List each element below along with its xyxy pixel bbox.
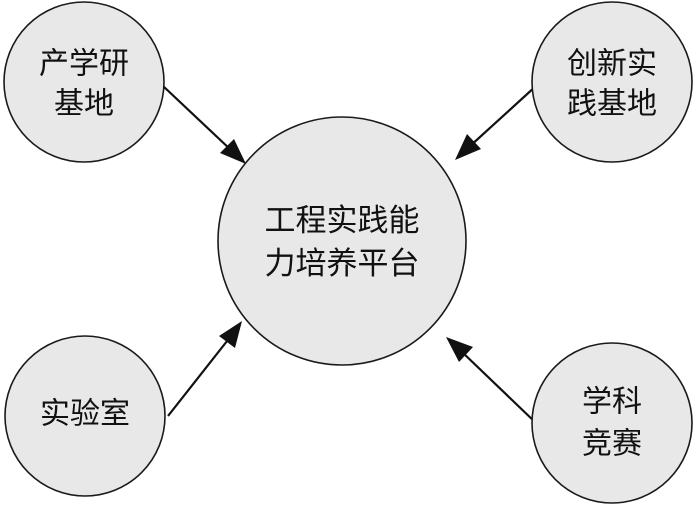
bottom-right-node-circle (531, 342, 693, 504)
arrow-top-left (162, 85, 246, 164)
bottom-left-node-line1: 实验室 (40, 397, 130, 432)
bottom-left-node-circle (4, 335, 166, 497)
top-right-node-line2: 践基地 (567, 87, 657, 122)
bottom-right-node: 学科 竞赛 (531, 342, 693, 504)
center-node-circle (217, 116, 467, 366)
top-left-node-circle (3, 1, 165, 163)
top-left-node-line2: 基地 (54, 87, 114, 122)
arrow-bottom-right (446, 337, 537, 424)
bottom-left-node: 实验室 (4, 335, 166, 497)
bottom-right-node-line2: 竞赛 (582, 427, 642, 462)
center-node-line2: 力培养平台 (265, 246, 420, 282)
top-left-node: 产学研 基地 (3, 1, 165, 163)
arrow-top-right (455, 85, 537, 160)
center-node-line1: 工程实践能 (265, 203, 420, 239)
arrow-bottom-left (167, 321, 242, 417)
top-right-node-circle (531, 1, 693, 163)
bottom-right-node-line1: 学科 (582, 385, 642, 420)
top-right-node-line1: 创新实 (567, 47, 657, 82)
top-right-node: 创新实 践基地 (531, 1, 693, 163)
center-node: 工程实践能 力培养平台 (217, 116, 467, 366)
top-left-node-line1: 产学研 (39, 47, 129, 82)
